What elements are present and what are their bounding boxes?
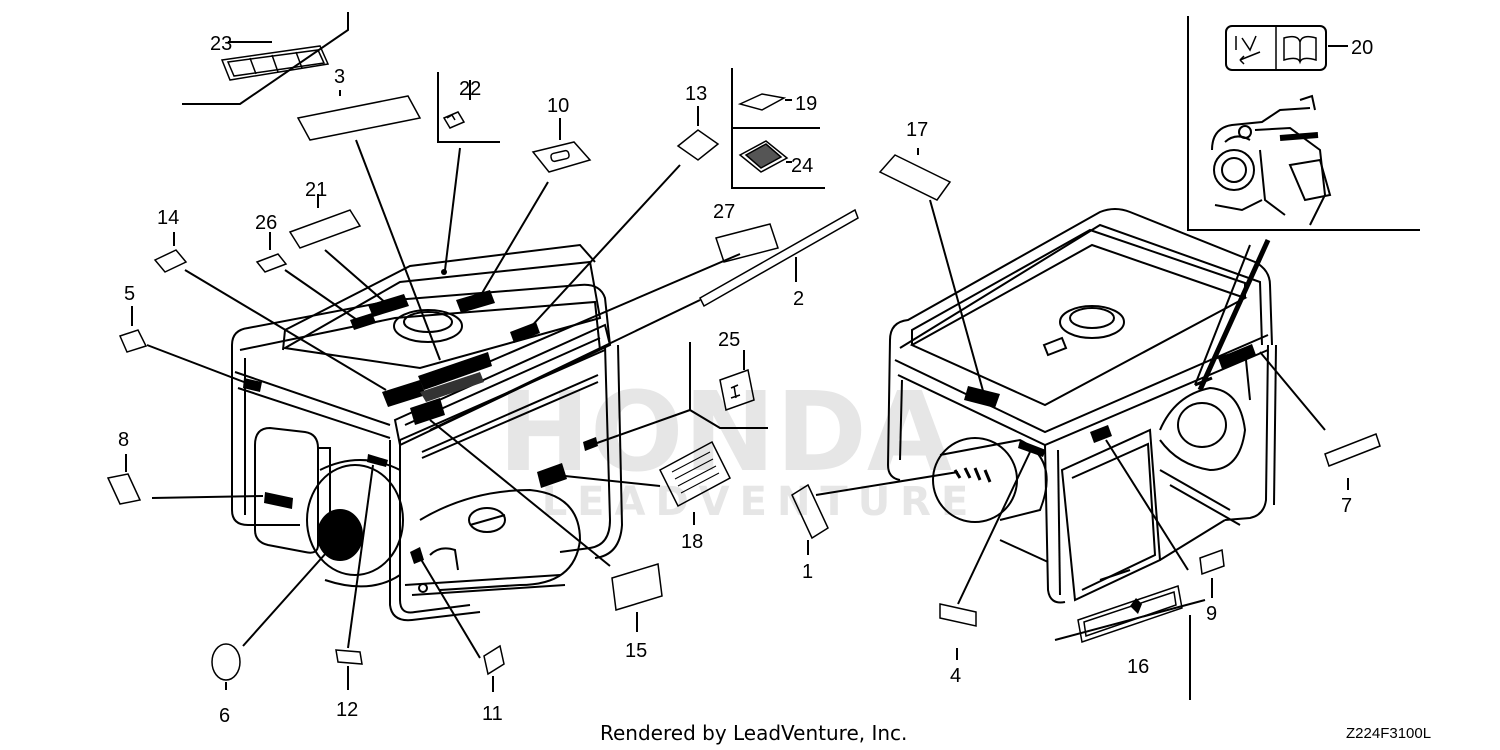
callout-2: 2 [793, 288, 804, 310]
left-generator-labels [243, 269, 598, 564]
callout-12: 12 [336, 699, 358, 721]
decal-8 [106, 473, 142, 505]
label-patch-13-area [510, 322, 540, 343]
label-patch-17-area [964, 386, 1000, 408]
callout-13: 13 [685, 83, 707, 105]
callout-3: 3 [334, 66, 345, 88]
callout-10: 10 [547, 95, 569, 117]
decal-13 [676, 129, 720, 161]
label-patch-18-area [537, 463, 567, 488]
direction-icon [1235, 35, 1261, 65]
callout-26: 26 [255, 212, 277, 234]
watermark-subtitle: LEADVENTURE [542, 479, 979, 525]
decal-9 [1199, 548, 1225, 576]
callout-23: 23 [210, 33, 232, 55]
decal-10 [531, 141, 592, 173]
decal-18 [659, 440, 731, 508]
label-patch-8-area [264, 492, 293, 509]
label-patch-12-area [367, 454, 388, 467]
left-fuel-tank [282, 260, 602, 370]
left-generator [231, 243, 624, 622]
decal-23 [220, 45, 330, 81]
label-patch-14-area [382, 380, 426, 407]
left-control-panel [393, 323, 612, 447]
decal-14 [153, 249, 188, 273]
right-fuel-cap [1059, 305, 1125, 339]
decal-3 [296, 95, 422, 141]
callout-14: 14 [157, 207, 179, 229]
label-patch-4-area [1018, 440, 1046, 457]
decal-26 [255, 253, 288, 273]
callout-19: 19 [795, 93, 817, 115]
watermark-brand: HONDA [498, 368, 952, 496]
decal-7 [1324, 433, 1381, 467]
right-generator [886, 208, 1277, 604]
decal-19 [737, 93, 787, 111]
label-patch-3-area [418, 352, 492, 390]
decal-11 [483, 644, 505, 676]
decal-4 [939, 603, 977, 627]
watermark: HONDA LEADVENTURE [498, 368, 979, 525]
callout-11: 11 [482, 703, 503, 725]
decal-1 [791, 483, 829, 540]
callout-9: 9 [1206, 603, 1217, 625]
right-generator-labels [964, 344, 1256, 457]
callout-25: 25 [718, 329, 740, 351]
callout-21: 21 [305, 179, 327, 201]
manual-book-icon [1283, 35, 1317, 65]
callout-1: 1 [802, 561, 813, 583]
right-leader-lines [807, 16, 1420, 700]
label-patch-21-area [368, 294, 409, 317]
decal-2 [699, 208, 859, 308]
decal-12 [335, 649, 363, 665]
decal-21 [288, 209, 362, 249]
label-patch-10-area [456, 290, 495, 313]
callout-8: 8 [118, 429, 129, 451]
callout-18: 18 [681, 531, 703, 553]
left-leader-lines [125, 12, 825, 692]
callout-20: 20 [1351, 37, 1373, 59]
label-patch-25-area [583, 437, 598, 451]
footer-rendered-by: Rendered by LeadVenture, Inc. [600, 721, 907, 745]
decal-27 [715, 223, 779, 263]
decal-16 [1077, 585, 1183, 643]
decal-6 [211, 643, 241, 681]
callout-7: 7 [1341, 495, 1352, 517]
left-loose-decals [106, 45, 859, 681]
decal-17 [878, 154, 952, 201]
callout-15: 15 [625, 640, 647, 662]
label-patch-15-area [410, 398, 445, 425]
callout-6: 6 [219, 705, 230, 727]
callout-22: 22 [459, 78, 481, 100]
footer-diagram-code: Z224F3100L [1346, 725, 1431, 742]
right-loose-decals [791, 154, 1381, 643]
callout-16: 16 [1127, 656, 1149, 678]
decal-5 [118, 329, 148, 353]
callout-4: 4 [950, 665, 961, 687]
callout-numbers: 23 3 22 10 13 19 24 21 14 26 27 5 2 25 8… [118, 33, 1373, 727]
callout-17: 17 [906, 119, 928, 141]
decal-15 [611, 563, 663, 611]
left-alternator [306, 464, 404, 576]
left-fuel-cap [393, 309, 463, 343]
label-patch-9-area [1090, 425, 1112, 443]
callout-5: 5 [124, 283, 135, 305]
label-patch-26-area [350, 313, 376, 330]
decal-24 [738, 140, 789, 173]
inset-20 [1211, 25, 1332, 226]
label-patch-5-area [243, 378, 262, 392]
callout-24: 24 [791, 155, 813, 177]
label-patch-7-area [1218, 344, 1256, 369]
decal-22 [442, 111, 466, 129]
decal-25 [719, 369, 755, 411]
callout-27: 27 [713, 201, 735, 223]
